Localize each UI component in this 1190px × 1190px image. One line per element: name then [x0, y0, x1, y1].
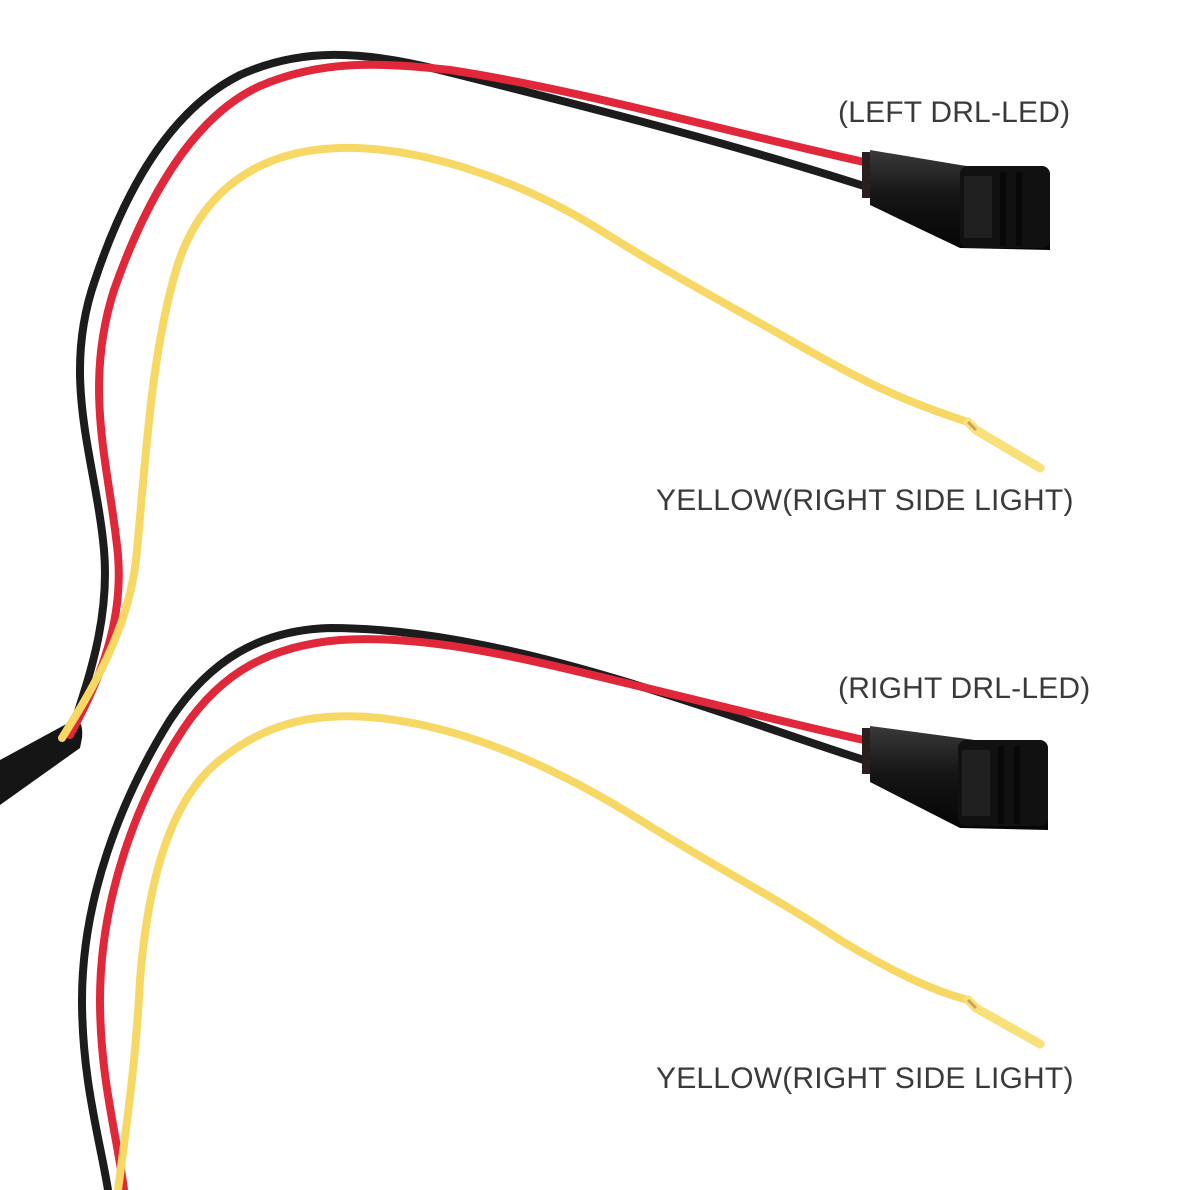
black-wire-upper	[68, 50, 868, 734]
copper-core	[966, 420, 978, 432]
connector-upper	[862, 150, 1050, 250]
yellow-wire-tip-lower	[963, 995, 1045, 1049]
red-wire-lower	[95, 635, 868, 1190]
yellow-wire-lower	[114, 712, 972, 1190]
yellow-wire-upper	[58, 143, 972, 742]
connector-lower	[862, 726, 1048, 830]
label-right-drl-led: (RIGHT DRL-LED)	[838, 672, 1091, 705]
label-left-drl-led: (LEFT DRL-LED)	[838, 96, 1071, 129]
yellow-wire-tip-upper	[963, 417, 1045, 473]
label-yellow-right-side-light-bottom: YELLOW(RIGHT SIDE LIGHT)	[656, 1062, 1074, 1095]
red-wire-upper	[66, 60, 868, 739]
copper-core	[966, 998, 978, 1010]
label-yellow-right-side-light-top: YELLOW(RIGHT SIDE LIGHT)	[656, 484, 1074, 517]
